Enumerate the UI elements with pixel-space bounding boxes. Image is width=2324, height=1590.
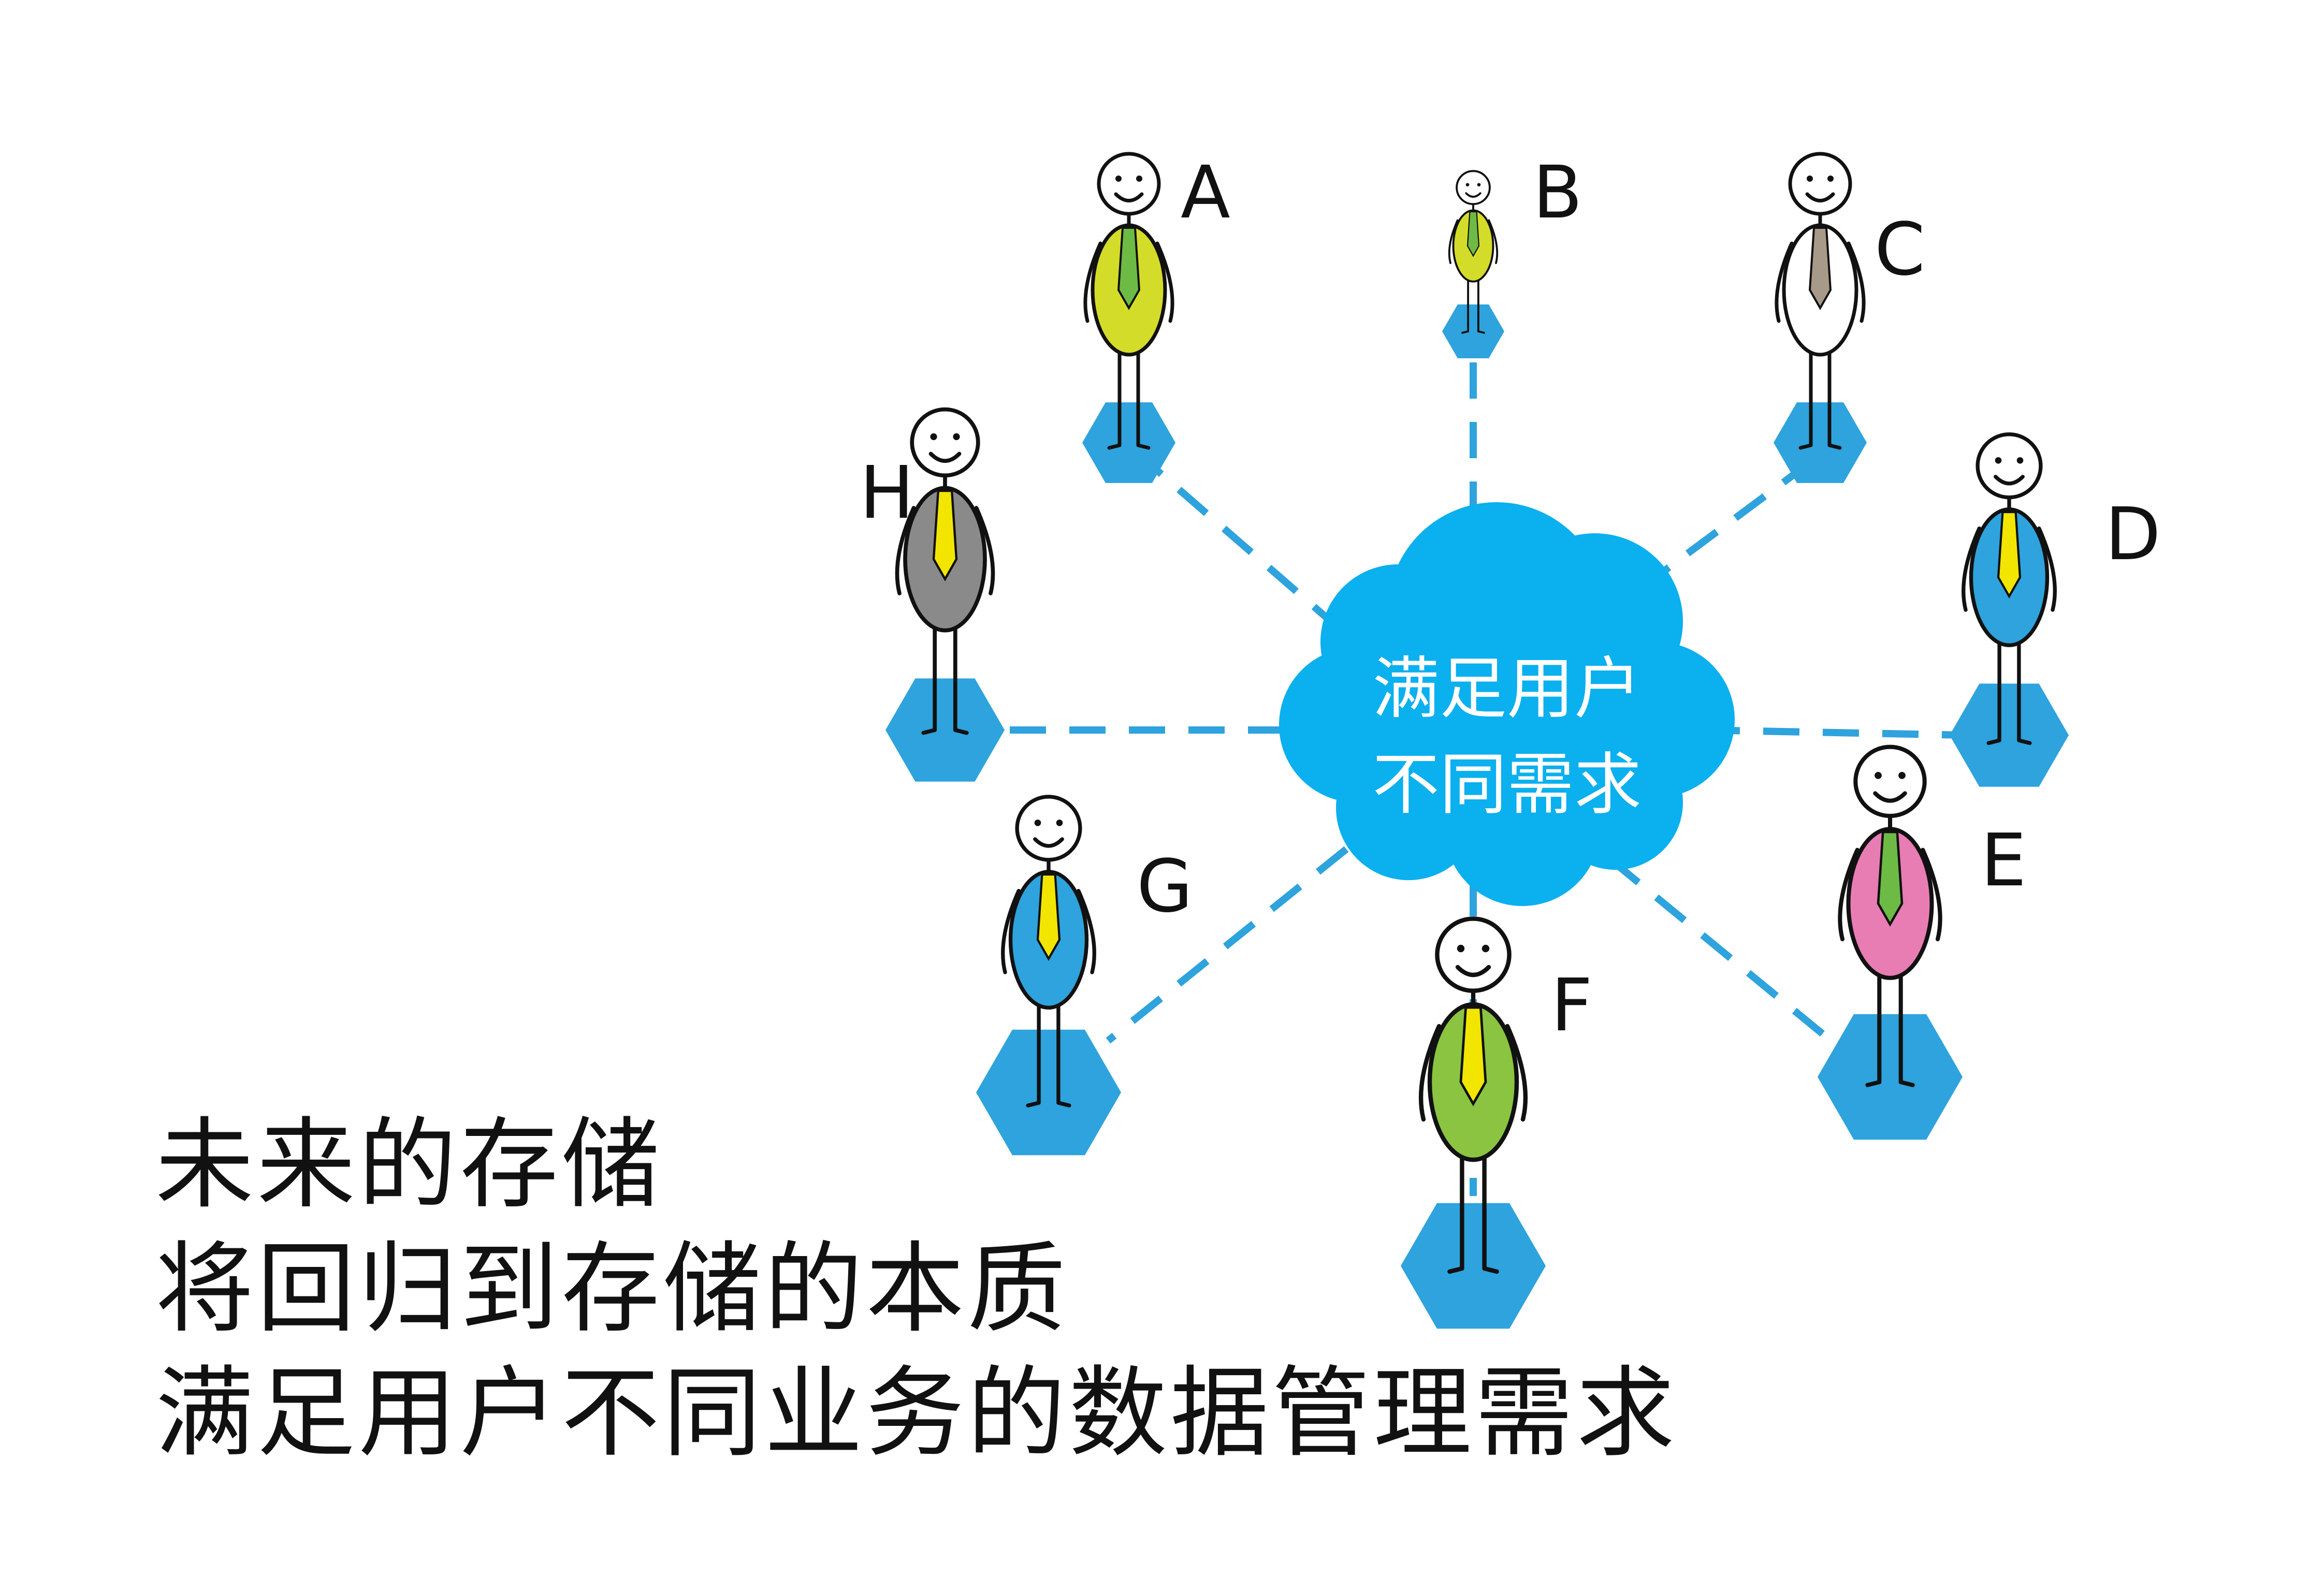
user-node-f: F — [1401, 916, 1593, 1329]
user-label-a: A — [1181, 151, 1230, 235]
hexagon-platform-g — [976, 1029, 1121, 1156]
hexagon-platform-b — [1442, 304, 1504, 358]
cloud-text-line2: 不同需求 — [1372, 745, 1642, 824]
hexagon-platform-c — [1774, 402, 1867, 483]
stick-figure-h — [895, 407, 995, 735]
user-node-c: C — [1774, 152, 1925, 483]
caption-line-1: 未来的存储 — [155, 1107, 663, 1222]
connector-g — [1106, 846, 1349, 1044]
user-node-a: A — [1082, 151, 1230, 483]
user-label-f: F — [1551, 964, 1593, 1048]
stick-figure-b — [1448, 170, 1499, 334]
stick-figure-a — [1083, 152, 1174, 450]
hexagon-platform-e — [1818, 1014, 1963, 1140]
user-label-g: G — [1137, 844, 1193, 929]
connector-a — [1131, 447, 1333, 624]
center-cloud — [1279, 502, 1735, 906]
caption-line-2: 将回归到存储的本质 — [155, 1232, 1069, 1346]
hexagon-platform-d — [1950, 683, 2069, 787]
hexagon-platform-a — [1082, 402, 1175, 483]
user-label-e: E — [1981, 819, 2026, 903]
user-node-h: H — [860, 407, 1005, 782]
user-label-c: C — [1875, 208, 1925, 292]
stick-figure-g — [1001, 795, 1096, 1107]
connector-e — [1608, 856, 1846, 1054]
caption-line-3: 满足用户不同业务的数据管理需求 — [155, 1356, 1678, 1470]
stick-figure-d — [1962, 432, 2057, 745]
user-label-b: B — [1533, 151, 1582, 235]
caption: 未来的存储 将回归到存储的本质 满足用户不同业务的数据管理需求 — [155, 1103, 1678, 1476]
user-node-g: G — [976, 795, 1193, 1156]
hexagon-platform-h — [885, 678, 1005, 782]
stick-figure-f — [1418, 916, 1528, 1274]
connectors — [1010, 362, 1968, 1196]
user-node-e: E — [1818, 745, 2026, 1140]
user-nodes: A B C D E F G H — [860, 151, 2161, 1329]
stick-figure-c — [1775, 152, 1866, 450]
user-node-b: B — [1442, 151, 1582, 358]
connector-d — [1703, 726, 1968, 739]
user-label-d: D — [2105, 492, 2161, 577]
stick-figure-e — [1838, 745, 1942, 1087]
cloud-text-line1: 满足用户 — [1372, 649, 1642, 728]
user-node-d: D — [1950, 432, 2161, 787]
user-label-h: H — [860, 451, 914, 535]
hexagon-platform-f — [1401, 1203, 1546, 1329]
